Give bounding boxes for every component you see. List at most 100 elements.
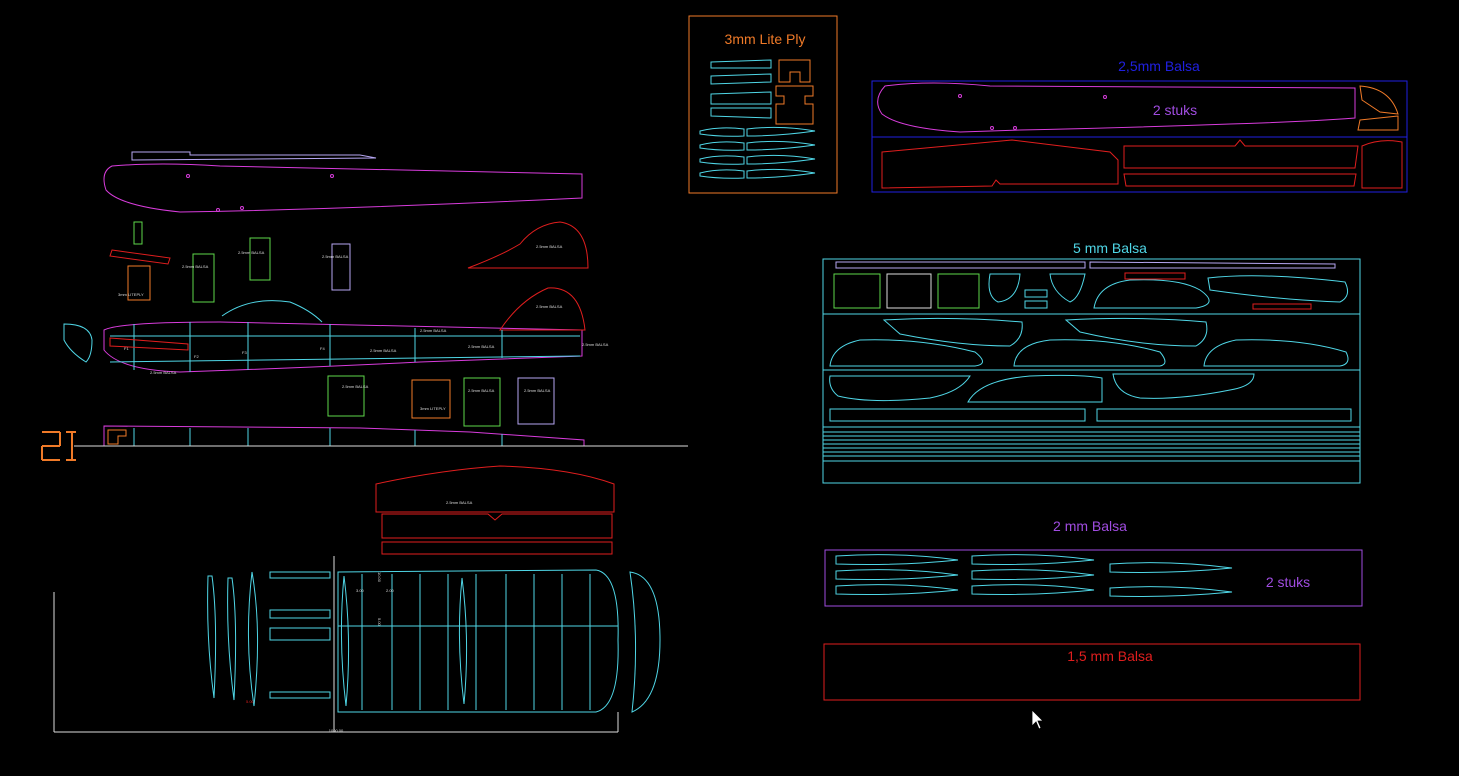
- wing-saddle: [221, 300, 323, 323]
- hole: [240, 206, 244, 210]
- part-label: 2.5mm BALSA: [420, 328, 447, 333]
- part: [207, 575, 217, 699]
- lite-ply-title: 3mm Lite Ply: [725, 31, 806, 47]
- ply-label: 3mm LITEPLY: [118, 292, 144, 297]
- lite-ply-ribs: [699, 126, 816, 179]
- balsa-5-sheet-frame: [822, 258, 1361, 484]
- fuselage-bulkheads: [109, 322, 581, 372]
- part: [107, 429, 127, 445]
- fuselage-top-stringer: [131, 151, 377, 161]
- balsa-25-fuselage-side: [877, 82, 1356, 133]
- part: [133, 221, 143, 245]
- balsa-15-title: 1,5 mm Balsa: [1067, 648, 1153, 664]
- hole: [958, 94, 962, 98]
- balsa-5-spines: [835, 261, 1336, 269]
- balsa-5-formers: [833, 272, 1349, 310]
- balsa-25-title: 2,5mm Balsa: [1118, 58, 1200, 74]
- part-label: 2.5mm BALSA: [524, 388, 551, 393]
- balsa-25-count: 2 stuks: [1153, 102, 1197, 118]
- part: [458, 577, 468, 705]
- wing-tip: [629, 571, 661, 713]
- hole: [216, 208, 220, 212]
- part: [381, 513, 613, 539]
- part: [381, 541, 613, 555]
- part-label: 2.5mm BALSA: [322, 254, 349, 259]
- balsa-2-count: 2 stuks: [1266, 574, 1310, 590]
- balsa-5-title: 5 mm Balsa: [1073, 240, 1147, 256]
- balsa-25-wing-parts: [881, 139, 1403, 189]
- part: [127, 265, 151, 301]
- part: [463, 377, 501, 427]
- fuselage-side-view: [103, 163, 583, 213]
- fuselage-drawing: 3mm LITEPLY 2.5mm BALSA 2.5mm BALSA 2.5m…: [41, 151, 688, 461]
- part-label: 2.5mm BALSA: [468, 344, 495, 349]
- balsa-15-sheet-frame: [823, 643, 1361, 701]
- lite-ply-formers: [775, 59, 814, 125]
- canopy: [63, 323, 93, 363]
- main-wing: [337, 569, 619, 713]
- balsa-25-fins: [1357, 85, 1399, 131]
- lite-ply-doublers: [710, 59, 772, 119]
- fin-part: [467, 221, 589, 269]
- part-label: 2.5mm BALSA: [582, 342, 609, 347]
- part-label: 2.5mm BALSA: [370, 348, 397, 353]
- hole: [990, 126, 994, 130]
- balsa-2-title: 2 mm Balsa: [1053, 518, 1127, 534]
- hole: [186, 174, 190, 178]
- part-label: 2.5mm BALSA: [150, 370, 177, 375]
- part-label: F3: [242, 350, 247, 355]
- fin-outline: [499, 287, 586, 331]
- balsa-2-sheet: 2 mm Balsa 2 stuks: [824, 518, 1363, 607]
- dim-d4: 5.00: [377, 618, 382, 627]
- balsa-2-sheet-frame: [824, 549, 1363, 607]
- part: [340, 575, 350, 707]
- hole: [330, 174, 334, 178]
- lite-ply-sheet: 3mm Lite Ply: [688, 15, 838, 194]
- part: [249, 237, 271, 281]
- part-label: 2.5mm BALSA: [238, 250, 265, 255]
- hole: [1013, 126, 1017, 130]
- part-label: F1: [124, 346, 129, 351]
- balsa-5-stringers: [823, 431, 1360, 462]
- stabilizer: [375, 465, 615, 513]
- part: [109, 337, 189, 351]
- balsa-2-ribs: [835, 554, 1233, 597]
- part: [517, 377, 555, 425]
- part-label: 2.5mm BALSA: [468, 388, 495, 393]
- group: [269, 571, 331, 699]
- part: [411, 379, 451, 419]
- part-label: 2.5mm BALSA: [182, 264, 209, 269]
- part: [247, 571, 259, 707]
- wing-drawing: 2.5mm BALSA 1000.00 5.00: [53, 465, 661, 733]
- part-label: 3mm LITEPLY: [420, 406, 446, 411]
- dim-d3: 10.00: [377, 572, 382, 583]
- dim-span: 1000.00: [329, 728, 344, 733]
- fuselage-bottom-view: [103, 425, 585, 447]
- mouse-pointer-icon: [1031, 709, 1044, 730]
- part: [227, 577, 237, 701]
- part-label: F2: [194, 354, 199, 359]
- hole: [1103, 95, 1107, 99]
- lite-ply-sheet-frame: [688, 15, 838, 194]
- balsa-25-sheet: 2,5mm Balsa 2 stuks: [871, 58, 1408, 193]
- dim-d2: 2.00: [386, 588, 395, 593]
- part: [109, 249, 171, 265]
- part: [331, 243, 351, 291]
- part-label: 2.5mm BALSA: [446, 500, 473, 505]
- group: [133, 428, 503, 446]
- fuselage-top-view: [103, 321, 583, 373]
- part-label: 2.5mm BALSA: [536, 244, 563, 249]
- wing-ribs: [361, 574, 591, 710]
- part-label: 2.5mm BALSA: [536, 304, 563, 309]
- part-label: F4: [320, 346, 325, 351]
- balsa-15-sheet: 1,5 mm Balsa: [823, 643, 1361, 701]
- part: [192, 253, 215, 303]
- part-label: 2.5mm BALSA: [342, 384, 369, 389]
- dim-d5: 5.00: [246, 699, 255, 704]
- balsa-5-sheet: 5 mm Balsa: [822, 240, 1361, 484]
- dim-d1: 3.00: [356, 588, 365, 593]
- part: [327, 375, 365, 417]
- logo-31: [41, 431, 76, 461]
- balsa-5-fuselage-sides: [829, 317, 1352, 422]
